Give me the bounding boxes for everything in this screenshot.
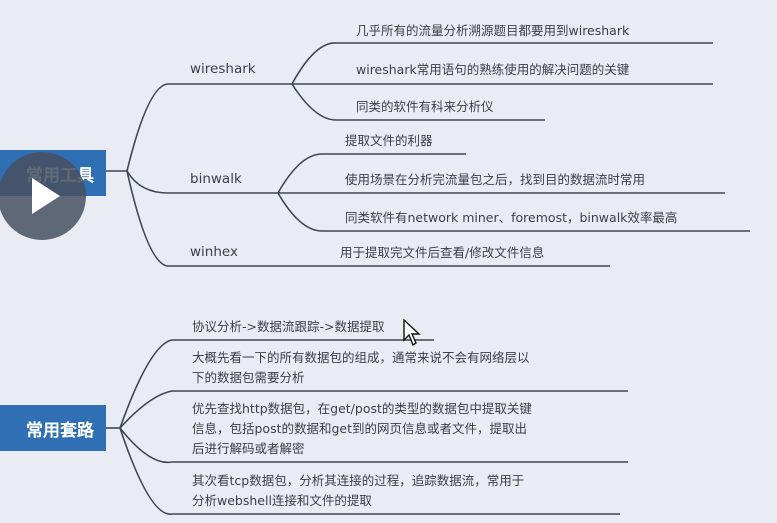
routine-leaf-2: 大概先看一下的所有数据包的组成，通常来说不会有网络层以 下的数据包需要分析 [192, 350, 530, 385]
play-button-icon[interactable] [0, 152, 86, 240]
node-common-routines-label: 常用套路 [26, 420, 94, 441]
node-common-routines: 常用套路 [0, 405, 106, 451]
mouse-cursor-icon [403, 319, 421, 347]
wireshark-leaf-3: 同类的软件有科来分析仪 [356, 99, 494, 114]
branch-binwalk: binwalk [190, 171, 242, 187]
branch-winhex: winhex [190, 244, 238, 260]
wireshark-leaf-1: 几乎所有的流量分析溯源题目都要用到wireshark [356, 23, 630, 38]
routine-leaf-1: 协议分析->数据流跟踪->数据提取 [192, 319, 385, 334]
routine-leaf-3: 优先查找http数据包，在get/post的类型的数据包中提取关键 信息，包括p… [192, 401, 532, 456]
branch-wireshark: wireshark [190, 61, 256, 77]
routine-leaf-4: 其次看tcp数据包，分析其连接的过程，追踪数据流，常用于 分析webshell连… [192, 473, 525, 508]
binwalk-leaf-2: 使用场景在分析完流量包之后，找到目的数据流时常用 [345, 172, 646, 187]
winhex-leaf-1: 用于提取完文件后查看/修改文件信息 [340, 245, 545, 260]
binwalk-leaf-1: 提取文件的利器 [345, 133, 433, 148]
binwalk-leaf-3: 同类软件有network miner、foremost，binwalk效率最高 [345, 210, 678, 225]
wireshark-leaf-2: wireshark常用语句的熟练使用的解决问题的关键 [356, 62, 630, 77]
